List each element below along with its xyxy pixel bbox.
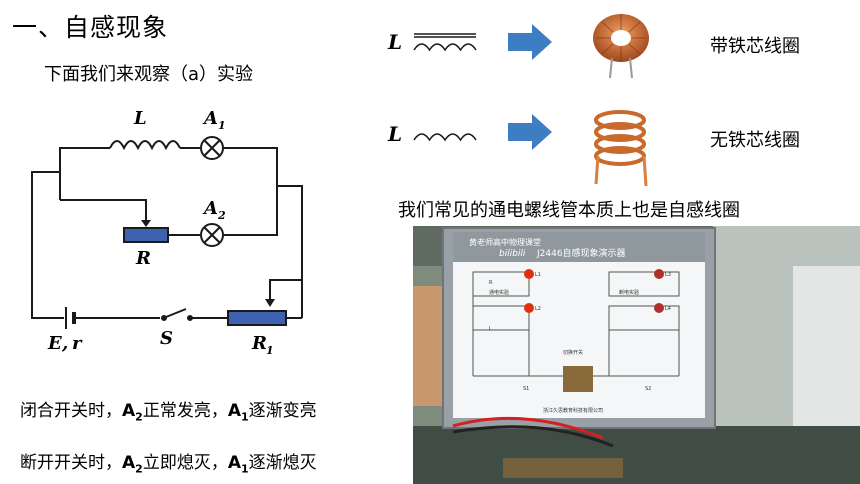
coil-air-symbol: L bbox=[388, 122, 403, 146]
label-e: E bbox=[47, 333, 62, 354]
note-opening: 断开开关时，A2立即熄灭，A1逐渐熄灭 bbox=[20, 453, 317, 476]
photo-device-title: J2446自感现象演示器 bbox=[536, 247, 626, 259]
label-l: L bbox=[133, 108, 147, 129]
svg-text:L3: L3 bbox=[665, 272, 671, 278]
switch-s-left bbox=[161, 315, 167, 321]
label-r1: R bbox=[251, 333, 267, 354]
coil-iron-symbol: L bbox=[388, 30, 403, 54]
arrow-r bbox=[141, 220, 151, 227]
wire-second-branch bbox=[60, 199, 147, 222]
arrow-right-icon bbox=[508, 24, 552, 60]
demonstrator-photo: 黄老师高中物理课堂 bilibili J2446自感现象演示器 L1 L2 L3… bbox=[413, 226, 860, 484]
label-internal-r: r bbox=[72, 333, 83, 354]
slide-title: 一、自感现象 bbox=[12, 13, 169, 42]
inductor-coil bbox=[109, 140, 181, 151]
photo-transformer bbox=[563, 366, 593, 392]
label-s: S bbox=[160, 328, 173, 349]
svg-text:R: R bbox=[489, 280, 493, 286]
caption-iron-core: 带铁芯线圈 bbox=[710, 36, 800, 57]
svg-text:断电实验: 断电实验 bbox=[619, 289, 639, 296]
note-closing: 闭合开关时，A2正常发亮，A1逐渐变亮 bbox=[20, 401, 317, 424]
wire-main-left bbox=[31, 171, 64, 319]
label-a1-sub: 1 bbox=[218, 119, 226, 132]
rheostat-r1 bbox=[227, 310, 287, 326]
coil-air-core-symbol bbox=[413, 133, 477, 142]
switch-s-blade bbox=[165, 308, 187, 318]
svg-text:浙江久思教育科技有限公司: 浙江久思教育科技有限公司 bbox=[543, 407, 603, 414]
svg-text:S1: S1 bbox=[523, 386, 529, 392]
photo-lamp-l3 bbox=[654, 269, 664, 279]
solenoid-note: 我们常见的通电螺线管本质上也是自感线圈 bbox=[398, 200, 740, 221]
photo-lamp-l4 bbox=[654, 303, 664, 313]
photo-watermark: 黄老师高中物理课堂 bbox=[469, 237, 541, 247]
svg-text:L1: L1 bbox=[535, 272, 541, 278]
photo-logo: bilibili bbox=[499, 249, 526, 259]
label-r: R bbox=[135, 248, 151, 269]
label-a2-sub: 2 bbox=[217, 209, 226, 222]
switch-s-right bbox=[187, 315, 193, 321]
label-a1: A bbox=[202, 108, 218, 129]
toroid-coil-image bbox=[593, 14, 649, 79]
label-a2: A bbox=[202, 198, 218, 219]
circuit-diagram: L A 1 A 2 R E , r S R 1 bbox=[31, 108, 303, 357]
photo-lamp-l1 bbox=[524, 269, 534, 279]
photo-lamp-l2 bbox=[524, 303, 534, 313]
arrow-right-icon bbox=[508, 114, 552, 150]
resistor-r bbox=[123, 227, 169, 243]
label-r1-sub: 1 bbox=[266, 344, 274, 357]
svg-text:通电实验: 通电实验 bbox=[489, 289, 509, 296]
svg-text:L4: L4 bbox=[665, 306, 671, 312]
solenoid-coil-image bbox=[594, 110, 648, 187]
svg-text:L: L bbox=[489, 326, 492, 332]
wire-top-branch bbox=[59, 147, 110, 200]
wire-right bbox=[269, 185, 303, 300]
svg-text:S2: S2 bbox=[645, 386, 651, 392]
coil-iron-core-symbol bbox=[413, 33, 477, 52]
svg-text:切换开关: 切换开关 bbox=[563, 349, 583, 356]
label-comma: , bbox=[61, 333, 68, 354]
svg-text:L2: L2 bbox=[535, 306, 541, 312]
arrow-r1 bbox=[265, 299, 275, 307]
caption-air-core: 无铁芯线圈 bbox=[710, 130, 800, 151]
slide-subtitle: 下面我们来观察（a）实验 bbox=[44, 64, 254, 85]
